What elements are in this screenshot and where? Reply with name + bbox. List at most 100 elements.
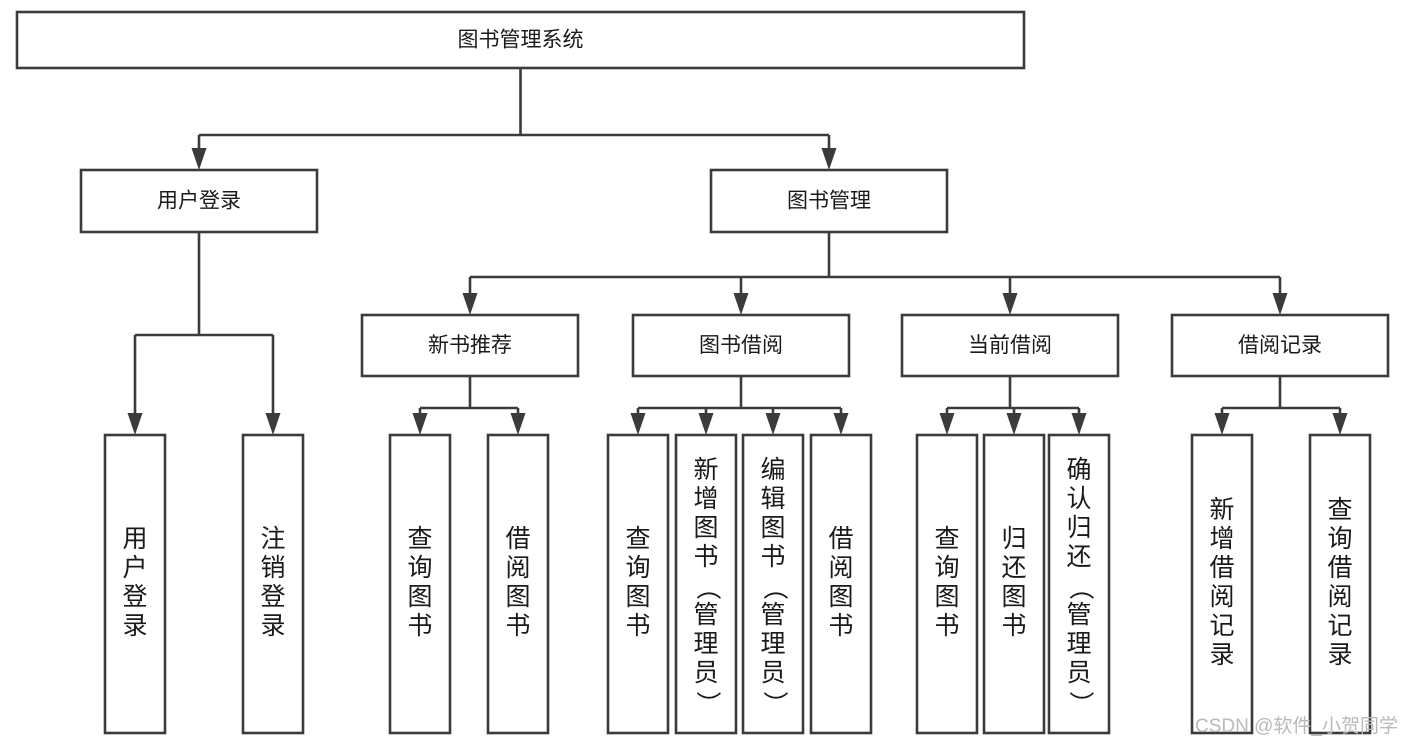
svg-text:认: 认 (1066, 485, 1091, 513)
svg-text:理: 理 (693, 630, 718, 658)
arrow-head-icon (733, 293, 749, 315)
node-current-borrow[interactable]: 当前借阅 (900, 313, 1120, 378)
svg-text:录: 录 (260, 612, 285, 640)
arrow-head-icon (127, 413, 143, 435)
svg-text:询: 询 (407, 554, 432, 582)
node-book-borrow[interactable]: 图书借阅 (631, 313, 851, 378)
svg-text:员: 员 (693, 659, 718, 687)
node-box-current-borrow[interactable] (900, 313, 1120, 378)
node-box-leaf-query-book-current[interactable] (915, 433, 979, 735)
svg-text:借: 借 (505, 525, 530, 553)
watermark-layer: CSDN @软件_小贺同学 (1195, 715, 1398, 737)
svg-text:图: 图 (1001, 583, 1026, 611)
node-box-leaf-user-login[interactable] (103, 433, 167, 735)
svg-text:辑: 辑 (760, 485, 785, 513)
arrow-head-icon (1214, 413, 1230, 435)
node-box-leaf-query-book-borrow[interactable] (606, 433, 670, 735)
arrow-head-icon (1071, 413, 1087, 435)
node-box-leaf-confirm-return-admin[interactable] (1047, 433, 1111, 735)
svg-text:图: 图 (760, 514, 785, 542)
node-label-leaf-user-login: 用户登录 (122, 525, 147, 640)
svg-text:户: 户 (122, 554, 147, 582)
node-box-new-book-recommend[interactable] (360, 313, 580, 378)
svg-text:（: （ (760, 575, 788, 600)
svg-text:录: 录 (122, 612, 147, 640)
svg-text:借: 借 (1327, 554, 1352, 582)
svg-text:书: 书 (760, 543, 785, 571)
svg-text:查: 查 (407, 525, 432, 553)
node-box-leaf-borrow-book[interactable] (809, 433, 873, 735)
svg-text:阅: 阅 (1209, 583, 1234, 611)
svg-text:）: ） (693, 691, 721, 716)
node-label-new-book-recommend: 新书推荐 (428, 334, 512, 357)
node-user-login[interactable]: 用户登录 (79, 168, 319, 234)
svg-text:归: 归 (1001, 525, 1026, 553)
svg-text:）: ） (1066, 691, 1094, 716)
node-box-leaf-add-book-admin[interactable] (674, 433, 738, 735)
svg-text:查: 查 (1327, 496, 1352, 524)
arrow-head-icon (765, 413, 781, 435)
node-box-borrow-record[interactable] (1170, 313, 1390, 378)
svg-text:书: 书 (934, 612, 959, 640)
svg-text:书: 书 (1001, 612, 1026, 640)
node-box-leaf-query-borrow-record[interactable] (1308, 433, 1372, 735)
node-label-book-borrow: 图书借阅 (699, 334, 783, 357)
arrow-head-icon (1006, 413, 1022, 435)
svg-text:管: 管 (1066, 601, 1091, 629)
node-label-user-login: 用户登录 (157, 190, 241, 213)
node-box-book-manage[interactable] (709, 168, 949, 234)
svg-text:查: 查 (934, 525, 959, 553)
node-box-leaf-return-book[interactable] (982, 433, 1046, 735)
arrow-head-icon (191, 148, 207, 170)
node-box-leaf-add-borrow-record[interactable] (1190, 433, 1254, 735)
svg-text:询: 询 (1327, 525, 1352, 553)
svg-text:录: 录 (1327, 641, 1352, 669)
node-box-leaf-edit-book-admin[interactable] (741, 433, 805, 735)
svg-text:登: 登 (260, 583, 285, 611)
node-box-user-login[interactable] (79, 168, 319, 234)
svg-text:（: （ (693, 575, 721, 600)
svg-text:新: 新 (1209, 496, 1234, 524)
node-leaf-user-login[interactable]: 用户登录 (103, 433, 167, 735)
node-box-leaf-query-book-recommend[interactable] (388, 433, 452, 735)
node-label-current-borrow: 当前借阅 (968, 334, 1052, 357)
node-box-root[interactable] (15, 10, 1026, 70)
svg-text:员: 员 (760, 659, 785, 687)
node-borrow-record[interactable]: 借阅记录 (1170, 313, 1390, 378)
svg-text:销: 销 (260, 554, 285, 582)
node-root[interactable]: 图书管理系统 (15, 10, 1026, 70)
svg-text:还: 还 (1001, 554, 1026, 582)
svg-text:书: 书 (505, 612, 530, 640)
node-new-book-recommend[interactable]: 新书推荐 (360, 313, 580, 378)
svg-text:书: 书 (828, 612, 853, 640)
arrow-head-icon (1002, 293, 1018, 315)
node-book-manage[interactable]: 图书管理 (709, 168, 949, 234)
node-box-leaf-borrow-book-recommend[interactable] (486, 433, 550, 735)
node-box-leaf-logout-login[interactable] (241, 433, 305, 735)
svg-text:编: 编 (760, 456, 785, 484)
connector-new-book-recommend (412, 376, 526, 435)
svg-text:图: 图 (407, 583, 432, 611)
svg-text:理: 理 (1066, 630, 1091, 658)
svg-text:录: 录 (1209, 641, 1234, 669)
node-layer: 图书管理系统用户登录图书管理新书推荐图书借阅当前借阅借阅记录用户登录注销登录查询… (15, 10, 1390, 735)
arrow-head-icon (1332, 413, 1348, 435)
node-box-book-borrow[interactable] (631, 313, 851, 378)
